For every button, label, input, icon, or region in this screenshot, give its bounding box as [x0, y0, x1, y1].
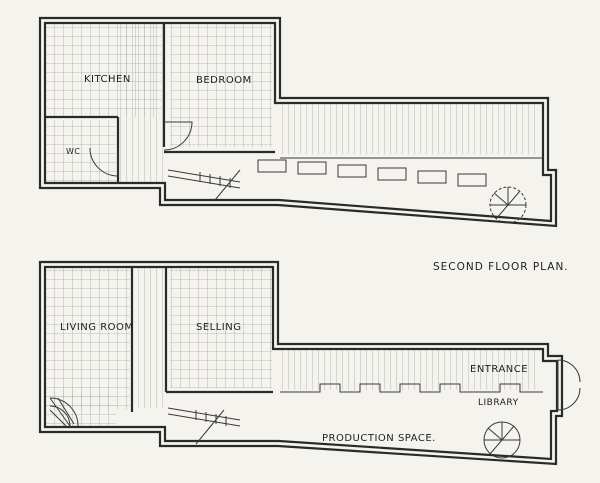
living-room-label: LIVING ROOM: [60, 322, 134, 333]
wc-door: [89, 147, 119, 177]
second-floor-plan-title: SECOND FLOOR PLAN.: [433, 261, 569, 273]
lower-stair: [167, 407, 241, 427]
bedroom-label: BEDROOM: [196, 75, 252, 86]
lower-outer-wall: [38, 260, 564, 466]
lower-spiral-stair-left: [49, 397, 79, 427]
upper-stair-arrow: [214, 169, 241, 201]
upper-corridor-floor: [120, 24, 164, 184]
lower-floor-plan: LIVING ROOM SELLING ENTRANCE LIBRARY PRO…: [38, 260, 581, 466]
entrance-label: ENTRANCE: [470, 364, 528, 375]
upper-inner-wall: [43, 21, 553, 223]
bedroom-door: [163, 121, 193, 151]
library-shelving: [280, 383, 543, 393]
upper-stair-floor: [280, 104, 538, 154]
living-room-floor: [46, 268, 130, 410]
upper-window-bays: [257, 159, 487, 187]
upper-floor-plan: KITCHEN BEDROOM WC: [38, 16, 558, 228]
lower-corridor-floor: [134, 268, 164, 408]
lower-inner-wall: [43, 265, 559, 461]
library-label: LIBRARY: [478, 398, 519, 408]
lower-stair-floor: [280, 350, 538, 390]
upper-spiral-stair: [489, 186, 527, 224]
wc-floor: [46, 120, 116, 182]
bedroom-floor: [170, 24, 272, 147]
production-space-label: PRODUCTION SPACE.: [322, 433, 436, 444]
wc-label: WC: [66, 147, 81, 156]
selling-floor: [170, 268, 272, 388]
upper-stair: [167, 169, 241, 189]
lower-stair-landing: [46, 390, 116, 426]
entrance-door: [557, 359, 581, 411]
lower-spiral-stair-right: [483, 421, 521, 459]
lower-stair-arrow: [195, 409, 225, 445]
kitchen-label: KITCHEN: [84, 74, 131, 85]
upper-outer-wall: [38, 16, 558, 228]
selling-label: SELLING: [196, 322, 242, 333]
